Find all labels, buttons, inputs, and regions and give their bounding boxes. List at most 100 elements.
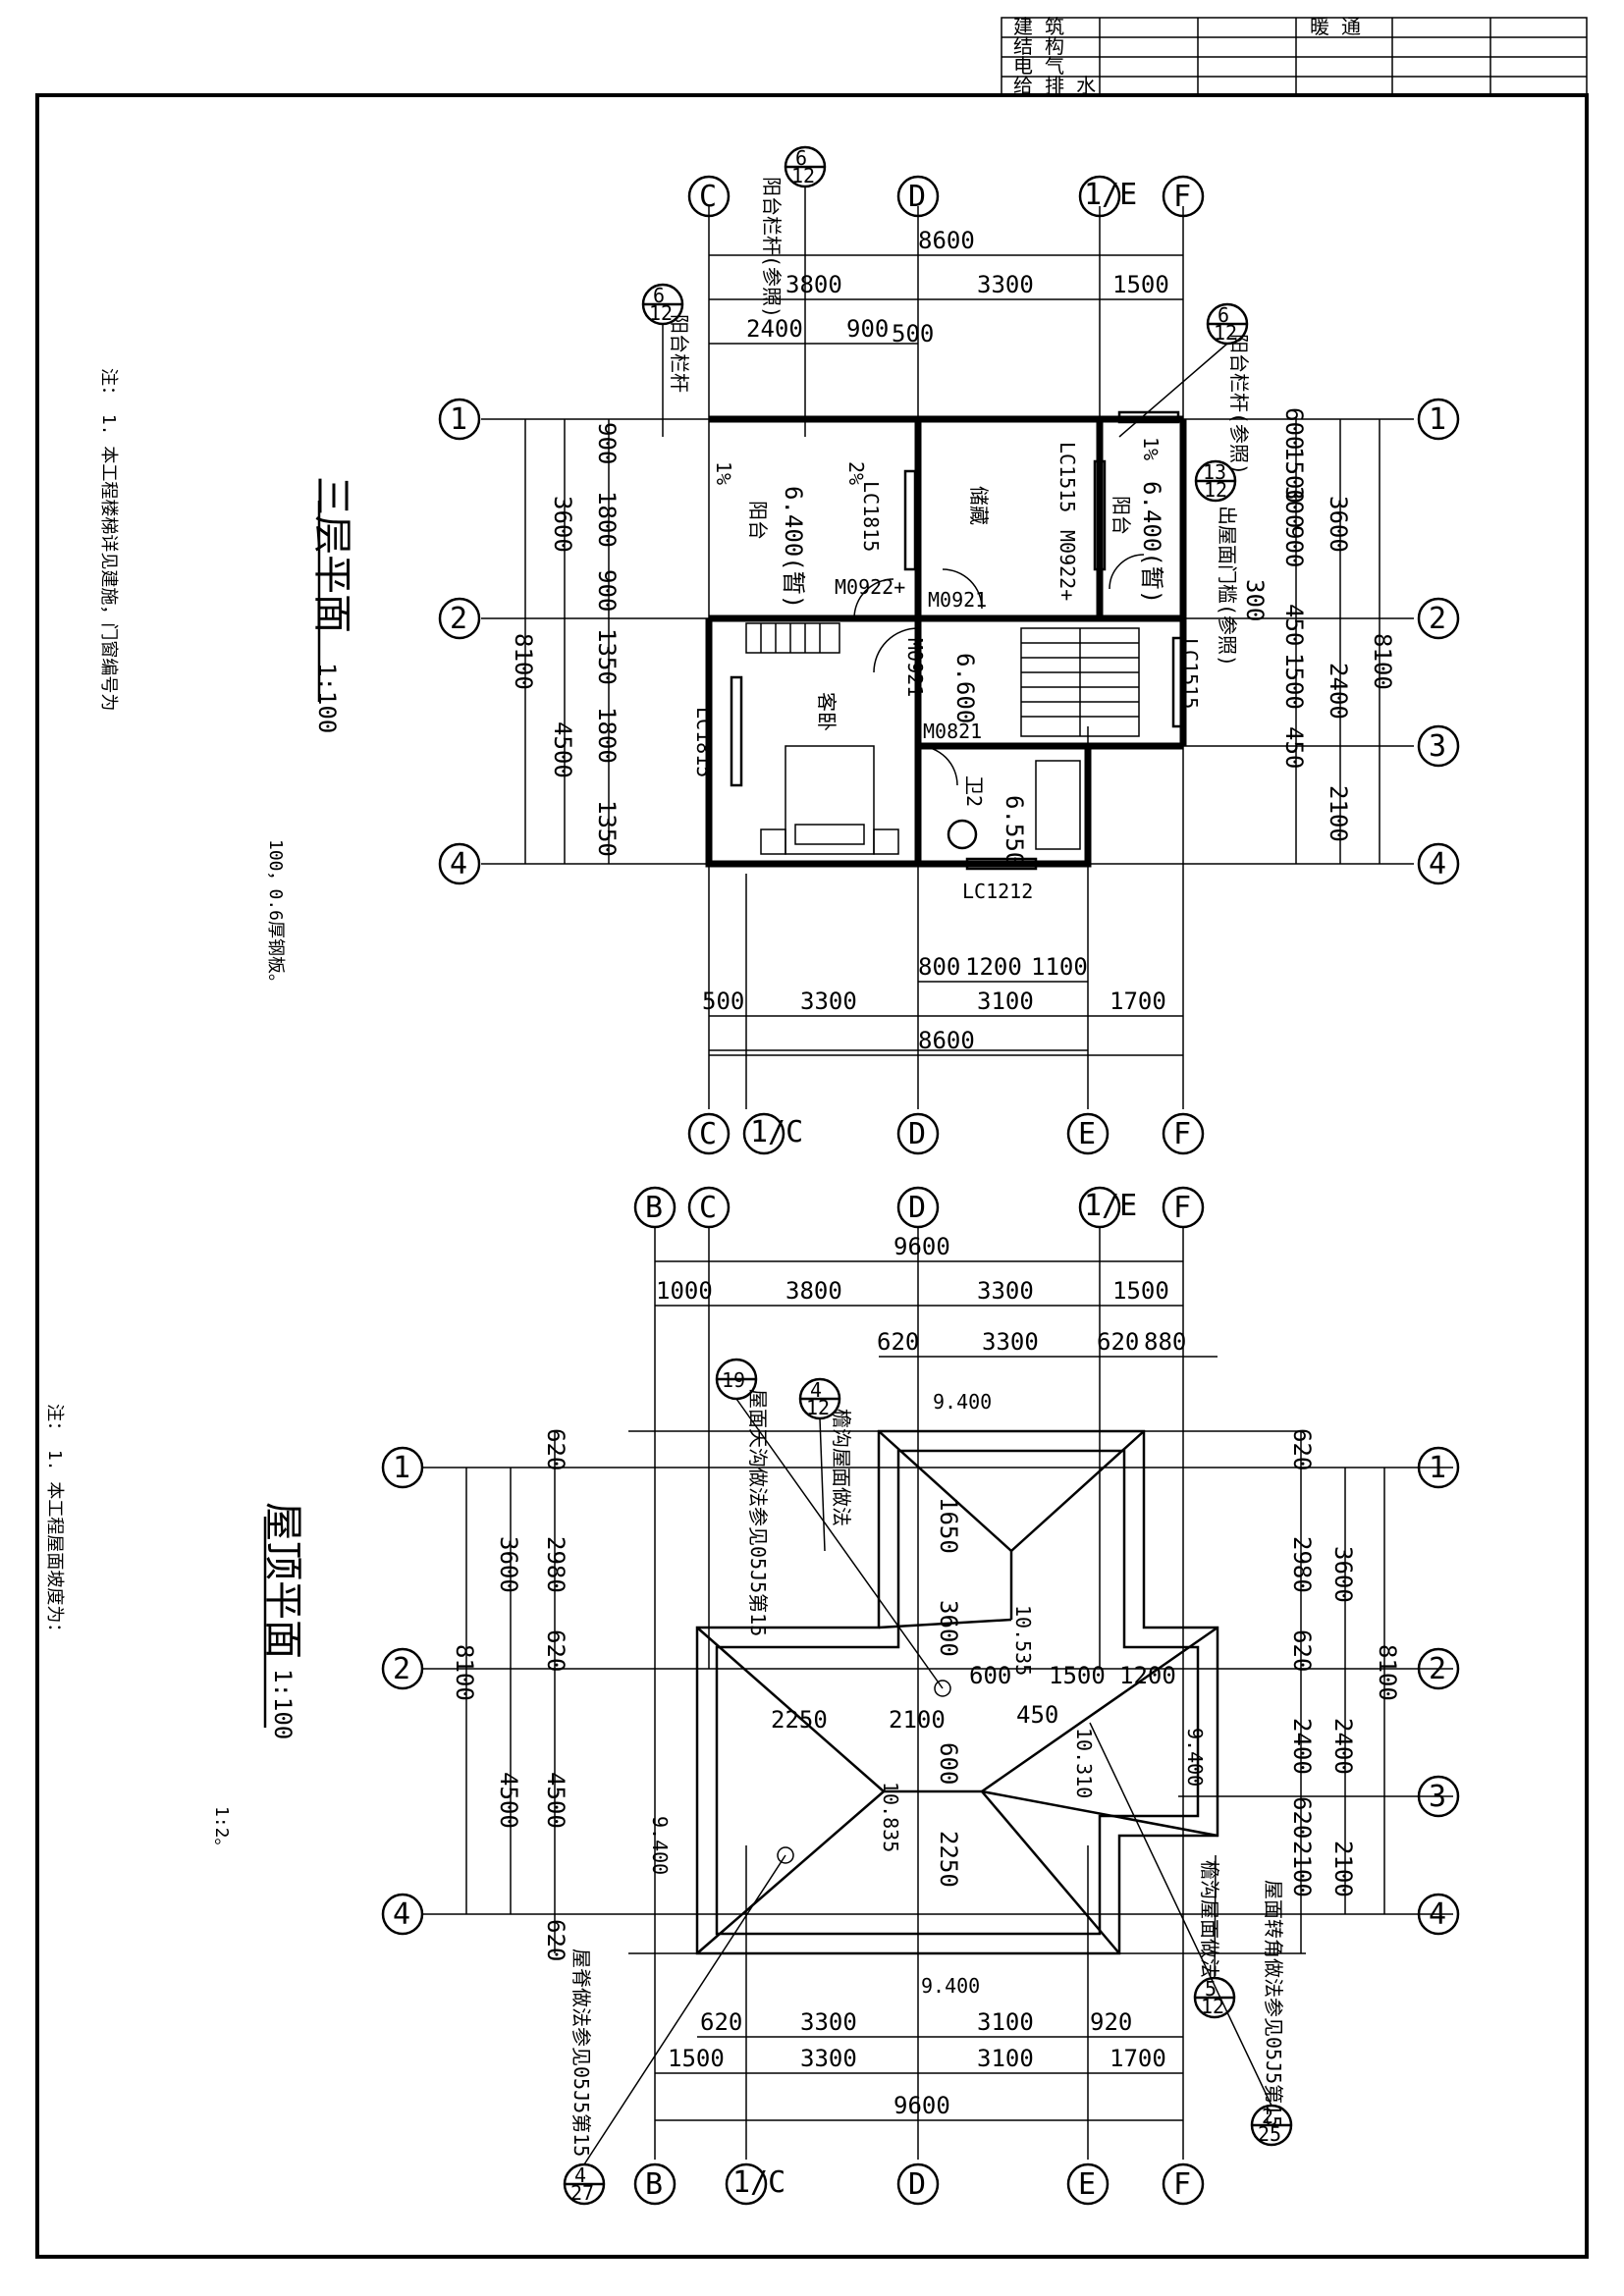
roof-elev-2: 9.400 xyxy=(921,1974,980,1998)
roof-axis-top-1E: 1/E xyxy=(1084,1189,1137,1223)
roof-elev-1: 9.400 xyxy=(933,1390,992,1414)
roof-dim-left-sub-1: 620 xyxy=(542,1428,569,1470)
roof-dim-right-sub-5: 620 xyxy=(1288,1796,1316,1839)
roof-inner-2: 3600 xyxy=(935,1600,962,1657)
dim-left-sub-1: 900 xyxy=(593,422,621,464)
roof-dim-top-sub-3: 620 xyxy=(1097,1328,1139,1356)
roof-axis-bottom-1C: 1/C xyxy=(732,2165,785,2200)
axis-bubbles-top xyxy=(687,175,1205,218)
detail-3-num: 6 xyxy=(1218,303,1229,327)
roof-dim-right-sub-6: 2100 xyxy=(1329,1841,1357,1897)
axis-left-2: 2 xyxy=(450,602,467,636)
room-balcony-west: 阳台 xyxy=(746,501,770,540)
roof-axis-right-1: 1 xyxy=(1429,1451,1446,1485)
elevation-4: 6.550 xyxy=(1001,795,1028,866)
roof-scale: 1:100 xyxy=(269,1669,297,1739)
dim-bottom-3: 3100 xyxy=(977,988,1034,1015)
bed xyxy=(760,745,899,855)
roof-title: 屋顶平面 xyxy=(260,1502,305,1659)
room-guest-bedroom: 客卧 xyxy=(815,692,839,731)
roof-detail-2-text: 檐沟屋面做法 xyxy=(830,1409,853,1526)
axis-right-3: 3 xyxy=(1429,729,1446,764)
roof-dim-right-sub-2: 2980 xyxy=(1288,1536,1316,1593)
axis-top-1E: 1/E xyxy=(1084,178,1137,212)
roof-dim-top-sub-1: 620 xyxy=(877,1328,919,1356)
roof-dim-bottom-4: 1700 xyxy=(1110,2045,1166,2072)
detail-1-sheet: 12 xyxy=(791,164,815,187)
roof-axis-left-1: 1 xyxy=(393,1451,410,1485)
elevation-1: 6.400(暂) xyxy=(780,486,807,609)
door-window-lc1815-a: LC1815 xyxy=(859,481,883,552)
roof-elev-6: 10.310 xyxy=(1072,1728,1096,1798)
detail-4-sheet: 12 xyxy=(1204,478,1227,502)
roof-detail-3-sheet: 12 xyxy=(1201,1995,1224,2018)
roof-dim-left-sub-3: 620 xyxy=(542,1629,569,1672)
toilet xyxy=(947,760,1081,850)
roof-axis-top-F: F xyxy=(1173,1191,1191,1225)
title-row-1: 建 筑 xyxy=(1013,15,1064,38)
axis-bottom-1C: 1/C xyxy=(750,1115,803,1149)
slope-1: 1% xyxy=(712,461,735,485)
roof-elev-4: 9.400 xyxy=(1183,1728,1207,1787)
detail-2-text: 阳台栏杆 xyxy=(668,314,691,393)
dim-left-sub-4: 1350 xyxy=(593,628,621,685)
roof-inner-4: 1500 xyxy=(1049,1662,1106,1689)
detail-1-num: 6 xyxy=(795,146,807,170)
roof-note-extra: 1:2。 xyxy=(211,1806,232,1856)
dim-right-sub-6: 450 xyxy=(1280,604,1308,646)
detail-1-text: 阳台栏杆(参照) xyxy=(760,177,784,318)
axis-top-C: C xyxy=(699,180,717,214)
third-floor-plan: C D 1/E F C 1/C D E F 1 2 4 1 2 3 4 xyxy=(98,145,1460,1155)
dim-left-sub-3: 900 xyxy=(593,569,621,612)
door-window-lc1212: LC1212 xyxy=(962,880,1033,903)
roof-dim-right-3: 2100 xyxy=(1288,1841,1316,1897)
third-floor-note-extra: 100，0.6厚钢板。 xyxy=(265,839,286,991)
dim-right-sub-3: 300 xyxy=(1280,486,1308,528)
dim-bottom-sub-1: 800 xyxy=(918,953,960,981)
roof-axis-bottom-E: E xyxy=(1078,2167,1096,2202)
roof-elev-5: 10.535 xyxy=(1011,1605,1035,1676)
roof-elev-3: 9.400 xyxy=(648,1816,672,1875)
third-floor-title: 三层平面 xyxy=(309,476,354,633)
roof-axis-top-D: D xyxy=(908,1191,926,1225)
roof-dim-right-sub-4: 2400 xyxy=(1288,1718,1316,1775)
roof-inner-5: 1200 xyxy=(1119,1662,1176,1689)
dim-top-3: 1500 xyxy=(1112,271,1169,298)
roof-axis-right-2: 2 xyxy=(1429,1652,1446,1686)
dim-bottom-sub-3: 1100 xyxy=(1031,953,1088,981)
axis-right-4: 4 xyxy=(1429,847,1446,881)
roof-detail-4-text: 屋面转角做法参见05J5第15 xyxy=(1262,1880,1285,2127)
roof-axis-left-4: 4 xyxy=(393,1897,410,1932)
detail-4-text: 出屋面门槛(参照) xyxy=(1216,506,1239,667)
dim-bottom-4: 1700 xyxy=(1110,988,1166,1015)
dim-right-3: 2100 xyxy=(1325,785,1352,842)
roof-dim-top-4: 1500 xyxy=(1112,1277,1169,1305)
slope-2: 2% xyxy=(844,461,868,485)
dim-top-2: 3300 xyxy=(977,271,1034,298)
roof-dim-left-sub-5: 620 xyxy=(542,1919,569,1961)
roof-plan: B C D 1/E F B 1/C D E F 1 2 4 1 2 3 4 xyxy=(44,1186,1460,2206)
detail-4-num: 13 xyxy=(1203,460,1226,484)
roof-dim-right-total: 8100 xyxy=(1374,1644,1401,1701)
stair xyxy=(745,622,1140,737)
roof-inner-8: 450 xyxy=(1016,1701,1058,1729)
roof-dim-bottom-sub-1: 620 xyxy=(700,2008,742,2036)
dim-right-total: 8100 xyxy=(1369,633,1396,690)
roof-inner-9: 600 xyxy=(935,1742,962,1785)
door-window-m0922-a: M0922+ xyxy=(1056,530,1079,601)
axis-top-D: D xyxy=(908,180,926,214)
dim-left-sub-6: 1350 xyxy=(593,800,621,857)
roof-dim-bottom-3: 3100 xyxy=(977,2045,1034,2072)
roof-axis-bottom-D: D xyxy=(908,2167,926,2202)
roof-axis-top-B: B xyxy=(645,1191,663,1225)
dim-right-sub-7: 1500 xyxy=(1280,653,1308,710)
dim-right-sub-2: 1500 xyxy=(1280,447,1308,504)
roof-dim-bottom-1: 1500 xyxy=(668,2045,725,2072)
roof-elev-7: 10.835 xyxy=(879,1782,902,1852)
title-row-4: 给 排 水 xyxy=(1013,74,1096,97)
roof-axis-bottom-B: B xyxy=(645,2167,663,2202)
room-balcony-east: 阳台 xyxy=(1110,496,1133,535)
axis-bottom-D: D xyxy=(908,1117,926,1151)
dim-right-2: 2400 xyxy=(1325,663,1352,720)
